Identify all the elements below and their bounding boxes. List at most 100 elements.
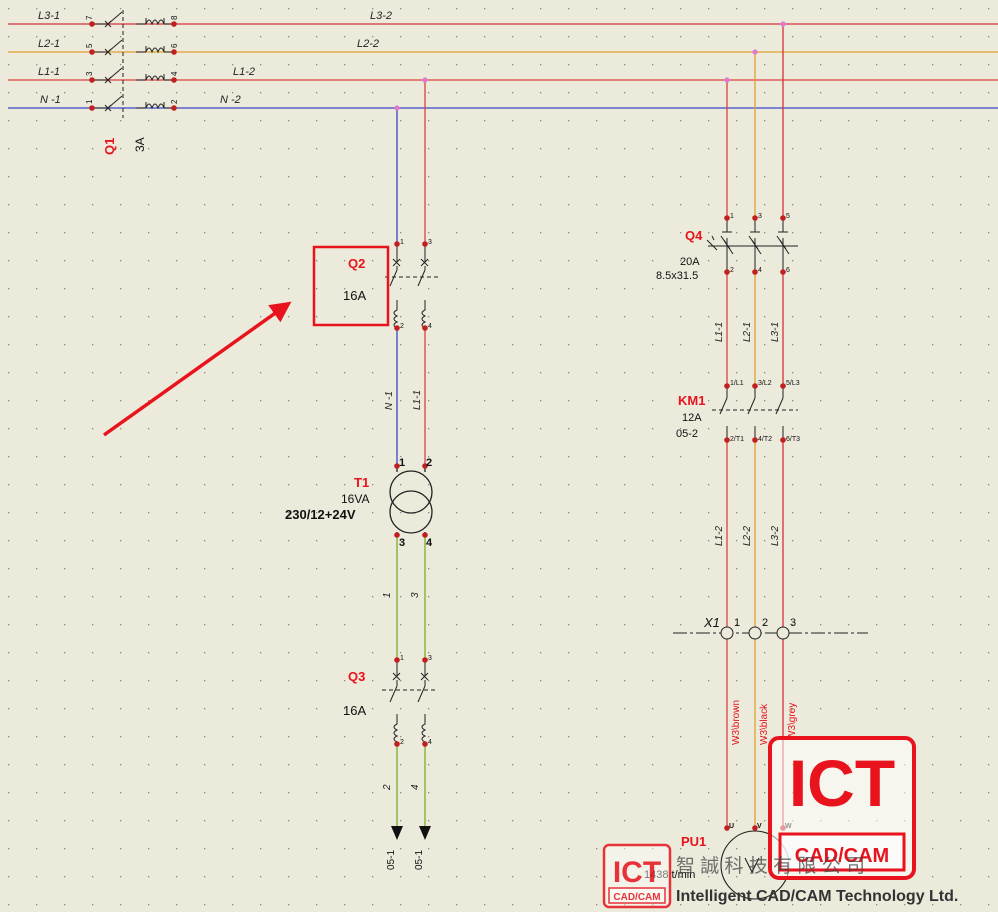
t1-pin-1: 1 (399, 457, 405, 469)
q1-pin-1: 1 (85, 99, 94, 104)
wire-label-2: 2 (382, 784, 393, 791)
bus-label-l2-1: L2-1 (38, 38, 60, 50)
km1-pin-4t2: 4/T2 (758, 436, 772, 443)
q2-tag: Q2 (348, 256, 365, 271)
cable-label-black: W3\black (759, 703, 770, 745)
q1-pin-6: 6 (170, 43, 179, 48)
q3-breaker[interactable] (382, 660, 438, 743)
q4-pin-4: 4 (758, 267, 762, 274)
x1-tag: X1 (703, 615, 720, 630)
ict-logo-large: ICT CAD/CAM (768, 736, 916, 880)
q1-tag: Q1 (102, 138, 117, 155)
wire-label-1: 1 (382, 592, 393, 598)
km1-pin-3l2: 3/L2 (758, 380, 772, 387)
q2-highlight-box[interactable] (312, 245, 390, 327)
q1-terminals (89, 21, 177, 111)
q2-pin-1: 1 (400, 239, 404, 246)
output-arrow-b[interactable] (419, 826, 431, 840)
q4-pin-3: 3 (758, 213, 762, 220)
watermark-english: Intelligent CAD/CAM Technology Ltd. (676, 888, 958, 905)
junction-r-l1 (724, 77, 730, 83)
ict-logo-large-text: ICT (789, 746, 895, 820)
wire-label-r-l3-1: L3-1 (770, 322, 781, 342)
bus-label-l3-2: L3-2 (370, 10, 392, 22)
q2-pin-2: 2 (400, 323, 404, 330)
q2-pin-3: 3 (428, 239, 432, 246)
x1-terminal-1: 1 (734, 617, 740, 629)
wire-label-4: 4 (410, 784, 421, 790)
t1-tag: T1 (354, 475, 369, 490)
pu1-pin-v: V (757, 823, 762, 830)
q1-rating: 3A (133, 137, 147, 152)
km1-ref: 05-2 (676, 428, 698, 440)
km1-pin-5l3: 5/L3 (786, 380, 800, 387)
bus-label-l3-1: L3-1 (38, 10, 60, 22)
wire-label-r-l2-2: L2-2 (742, 526, 753, 546)
q4-terminals (724, 215, 786, 275)
pointer-arrow (102, 301, 292, 437)
watermark-chinese: 智 誠 科 技 有 限 公 司 (676, 855, 865, 877)
ict-logo-small-sub: CAD/CAM (613, 892, 660, 903)
bus-label-n-2: N -2 (220, 94, 241, 106)
q2-pin-4: 4 (428, 323, 432, 330)
left-branch-wires (396, 80, 426, 828)
wire-label-r-l3-2: L3-2 (770, 526, 781, 546)
q2-rating: 16A (343, 288, 366, 303)
pu1-pin-u: U (729, 823, 734, 830)
q2-terminals (394, 241, 428, 331)
q1-breaker[interactable] (92, 10, 174, 118)
km1-terminals (724, 383, 786, 443)
q3-pin-4: 4 (428, 739, 432, 746)
wire-label-n1: N -1 (384, 391, 395, 410)
km1-pin-2t1: 2/T1 (730, 436, 744, 443)
bus-label-l1-2: L1-2 (233, 66, 255, 78)
ict-logo-large-sub: CAD/CAM (795, 845, 889, 867)
km1-pin-6t3: 6/T3 (786, 436, 800, 443)
bus-label-l1-1: L1-1 (38, 66, 60, 78)
wire-label-r-l1-1: L1-1 (714, 322, 725, 342)
output-ref-a: 05-1 (386, 850, 397, 870)
q3-pin-2: 2 (400, 739, 404, 746)
q4-pin-5: 5 (786, 213, 790, 220)
t1-terminals (394, 463, 428, 538)
q4-pin-2: 2 (730, 267, 734, 274)
q1-pin-4: 4 (170, 71, 179, 76)
km1-pin-1l1: 1/L1 (730, 380, 744, 387)
output-ref-b: 05-1 (414, 850, 425, 870)
t1-power: 16VA (341, 492, 369, 506)
t1-pin-4: 4 (426, 537, 433, 549)
wire-label-3: 3 (410, 592, 421, 598)
wire-label-l1-1: L1-1 (412, 390, 423, 410)
t1-voltage: 230/12+24V (285, 507, 356, 522)
x1-terminal-strip[interactable] (673, 626, 868, 640)
junction-l1 (422, 77, 428, 83)
junction-r-l3 (780, 21, 786, 27)
junction-r-l2 (752, 49, 758, 55)
bus-label-l2-2: L2-2 (357, 38, 379, 50)
q2-breaker[interactable] (385, 244, 438, 329)
x1-terminal-3: 3 (790, 617, 796, 629)
q3-terminals (394, 657, 428, 747)
pu1-tag: PU1 (681, 834, 706, 849)
junction-n (394, 105, 400, 111)
q1-pin-8: 8 (170, 15, 179, 20)
output-arrow-a[interactable] (391, 826, 403, 840)
q4-rating: 20A (680, 256, 700, 268)
ict-logo-small-text: ICT (613, 856, 661, 889)
cable-label-brown: W3\brown (731, 700, 742, 745)
q1-pin-3: 3 (85, 71, 94, 76)
km1-tag: KM1 (678, 393, 705, 408)
ict-logo-small: ICT CAD/CAM (602, 843, 672, 909)
q4-pin-1: 1 (730, 213, 734, 220)
q4-tag: Q4 (685, 228, 703, 243)
q4-fuse-switch[interactable] (706, 218, 798, 272)
q3-pin-3: 3 (428, 655, 432, 662)
q3-rating: 16A (343, 703, 366, 718)
wire-label-r-l2-1: L2-1 (742, 322, 753, 342)
q3-pin-1: 1 (400, 655, 404, 662)
bus-label-n-1: N -1 (40, 94, 61, 106)
t1-pin-3: 3 (399, 537, 405, 549)
t1-pin-2: 2 (426, 457, 432, 469)
q3-tag: Q3 (348, 669, 365, 684)
